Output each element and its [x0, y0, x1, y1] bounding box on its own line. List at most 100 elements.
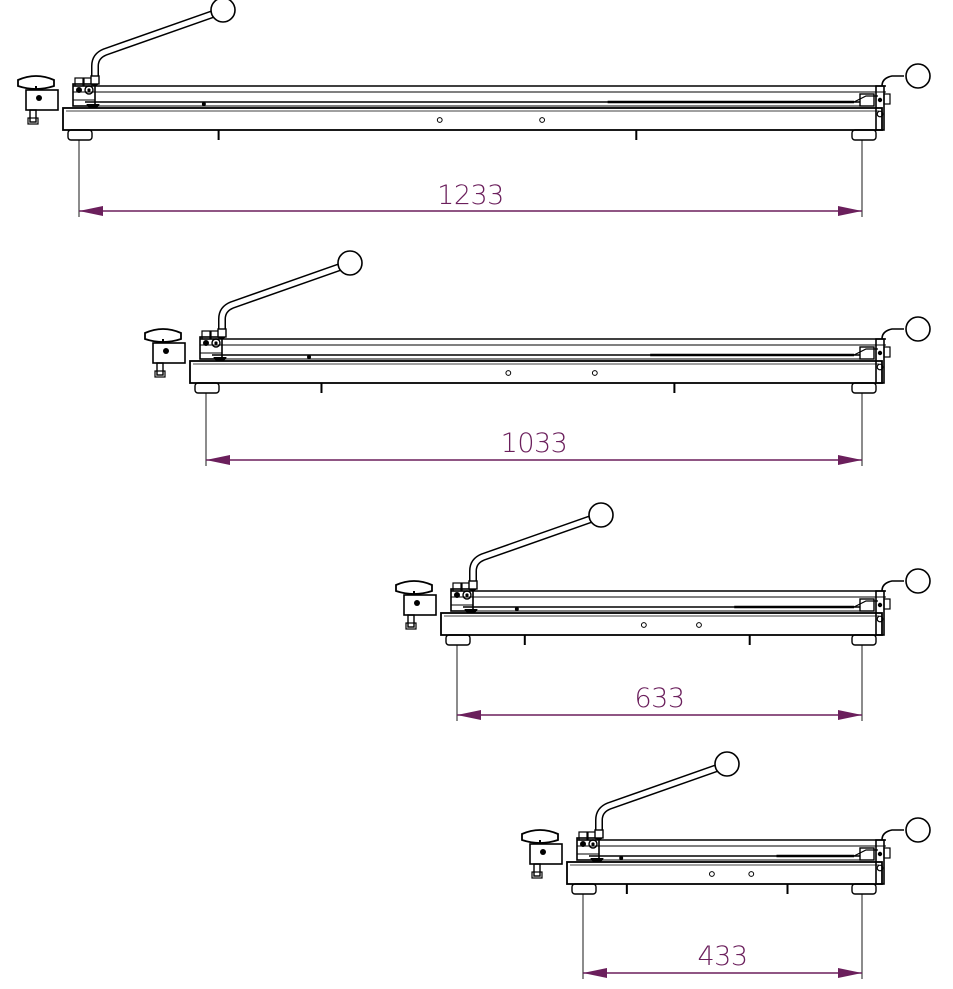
clamp-shaft — [407, 614, 415, 628]
handle-pivot — [90, 75, 100, 85]
clamp-bolt — [36, 95, 42, 101]
dimension-label: 633 — [634, 683, 684, 714]
mounting-hole — [591, 370, 598, 376]
clamp-block — [529, 843, 563, 865]
breaker-foot — [213, 356, 227, 362]
rail-stop — [619, 856, 624, 860]
end-hook — [881, 829, 904, 841]
handle-pivot — [468, 580, 478, 590]
mounting-hole — [640, 622, 647, 628]
handle-knob — [714, 751, 740, 777]
left-foot — [445, 634, 471, 646]
base-body — [566, 861, 883, 885]
clamp-nut — [27, 117, 39, 125]
rail-stop — [514, 607, 519, 611]
right-foot — [851, 382, 877, 394]
mounting-hole — [505, 370, 512, 376]
handle-knob — [210, 0, 236, 23]
end-bracket — [883, 847, 891, 859]
carriage-wheel — [462, 590, 472, 600]
end-knob — [905, 568, 931, 594]
dimension-label: 1033 — [501, 428, 568, 459]
carriage-bolt — [580, 841, 586, 847]
breaker-foot — [86, 103, 100, 109]
end-bracket — [883, 598, 891, 610]
carriage-cap — [201, 330, 211, 340]
end-hook — [881, 328, 904, 340]
mounting-hole — [709, 871, 715, 877]
adjust-knob — [144, 328, 182, 343]
mounting-hole — [748, 871, 755, 877]
clamp-bolt — [540, 849, 546, 855]
handle-arm-fill — [470, 516, 594, 590]
handle-arm-fill — [92, 11, 216, 85]
carriage-wheel — [211, 338, 221, 348]
machine-view-4: 433 — [521, 751, 931, 979]
breaker-foot — [590, 857, 604, 863]
end-plate-hole — [876, 363, 884, 371]
carriage-bolt — [203, 340, 209, 346]
mounting-hole — [539, 117, 546, 123]
adjust-knob — [395, 580, 433, 595]
carriage-wheel — [588, 839, 598, 849]
carriage-cap — [578, 831, 588, 841]
handle-pivot — [217, 328, 227, 338]
end-plate-bolt — [877, 350, 883, 356]
clamp-shaft — [29, 109, 37, 123]
clamp-block — [152, 342, 186, 364]
end-knob — [905, 817, 931, 843]
clamp-bolt — [414, 600, 420, 606]
end-hook — [881, 580, 904, 592]
breaker-foot — [464, 608, 478, 614]
end-stop-block — [859, 598, 875, 612]
left-foot — [571, 883, 597, 895]
dimension-label: 433 — [697, 941, 747, 972]
handle-arm-fill — [219, 264, 343, 338]
end-stop-block — [859, 847, 875, 861]
handle-pivot — [594, 829, 604, 839]
end-plate — [875, 590, 885, 636]
clamp-shaft — [533, 863, 541, 877]
left-foot — [67, 129, 93, 141]
end-plate-bolt — [877, 97, 883, 103]
clamp-nut — [154, 370, 166, 378]
end-stop-block — [859, 93, 875, 107]
end-plate — [875, 85, 885, 131]
carriage-cap — [452, 582, 462, 592]
end-knob — [905, 63, 931, 89]
dimension-label: 1233 — [437, 180, 504, 211]
mounting-hole — [436, 117, 443, 123]
carriage-axle — [87, 88, 91, 92]
left-foot — [194, 382, 220, 394]
rail-stop — [201, 102, 206, 106]
clamp-nut — [531, 871, 543, 879]
carriage-axle — [591, 842, 595, 846]
machine-view-3: 633 — [395, 502, 931, 721]
machine-view-2: 1033 — [144, 250, 931, 466]
carriage-bolt — [76, 87, 82, 93]
handle-knob — [337, 250, 363, 276]
end-plate-hole — [876, 615, 884, 623]
end-plate — [875, 839, 885, 885]
end-plate-hole — [876, 110, 884, 118]
clamp-block — [25, 89, 59, 111]
clamp-block — [403, 594, 437, 616]
right-foot — [851, 883, 877, 895]
end-stop-block — [859, 346, 875, 360]
end-bracket — [883, 93, 891, 105]
base-body — [440, 612, 883, 636]
end-plate-bolt — [877, 602, 883, 608]
clamp-nut — [405, 622, 417, 630]
end-bracket — [883, 346, 891, 358]
right-foot — [851, 129, 877, 141]
mounting-hole — [696, 622, 702, 628]
carriage-wheel — [84, 85, 94, 95]
handle-arm-fill — [596, 765, 720, 839]
carriage-bolt — [454, 592, 460, 598]
end-plate-hole — [876, 864, 884, 872]
rail-stop — [307, 355, 312, 359]
end-knob — [905, 316, 931, 342]
carriage-axle — [214, 341, 218, 345]
base-body — [189, 360, 883, 384]
